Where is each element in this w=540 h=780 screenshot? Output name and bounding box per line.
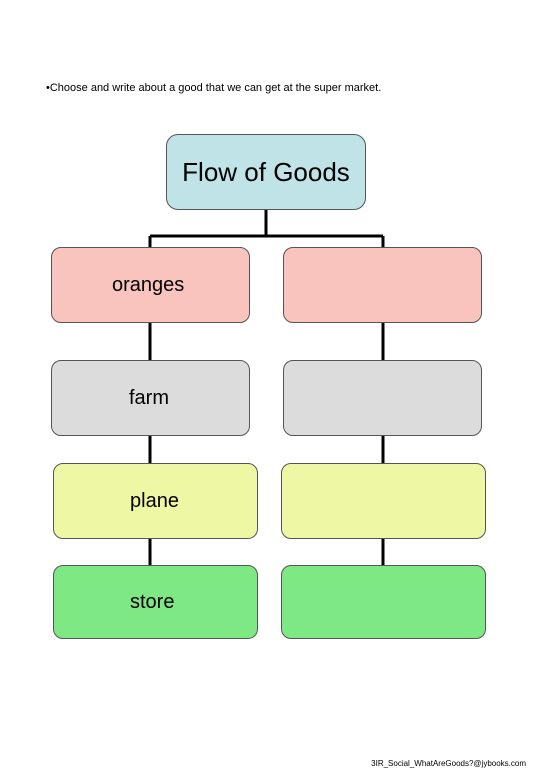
left-step-2-label: farm bbox=[129, 386, 169, 409]
left-step-4-box: store bbox=[53, 565, 258, 639]
footer-credit: 3IR_Social_WhatAreGoods?@jybooks.com bbox=[371, 759, 526, 768]
left-step-3-box: plane bbox=[53, 463, 258, 539]
diagram-title: Flow of Goods bbox=[182, 156, 350, 187]
left-step-3-label: plane bbox=[130, 489, 179, 512]
left-step-1-box: oranges bbox=[51, 247, 250, 323]
diagram-title-box: Flow of Goods bbox=[166, 134, 366, 210]
right-step-1-box bbox=[283, 247, 482, 323]
right-step-4-box bbox=[281, 565, 486, 639]
left-step-4-label: store bbox=[130, 590, 175, 613]
right-step-2-box bbox=[283, 360, 482, 436]
right-step-3-box bbox=[281, 463, 486, 539]
instruction-text: •Choose and write about a good that we c… bbox=[46, 82, 382, 94]
left-step-2-box: farm bbox=[51, 360, 250, 436]
left-step-1-label: oranges bbox=[112, 273, 185, 296]
